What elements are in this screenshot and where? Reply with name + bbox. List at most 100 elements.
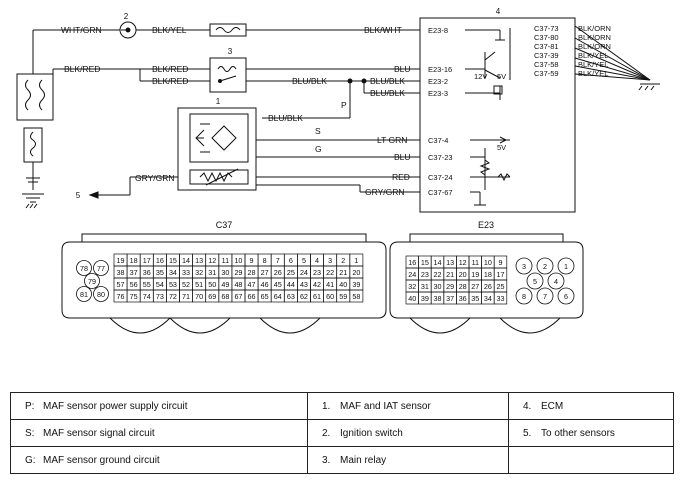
c37-pin-number: 27 [261, 268, 269, 277]
c37-pin-number: 41 [326, 280, 334, 289]
wire-label: WHT/GRN [61, 25, 102, 35]
ecm-ground-pin-label: C37-39 [534, 51, 559, 60]
c37-pin-number: 4 [315, 256, 319, 265]
c37-pin-number: 48 [234, 280, 242, 289]
ecm-ground-wire-label: BLK/YEL [578, 69, 608, 78]
c37-round-pin [84, 273, 100, 289]
c37-pin-number: 17 [143, 256, 151, 265]
maf-iat-sensor-box [177, 107, 257, 191]
c37-pin-number: 54 [156, 280, 164, 289]
wire-label: BLU [394, 152, 411, 162]
e23-pin-number: 24 [408, 270, 416, 279]
ecm-ground-pin-label: C37-80 [534, 33, 559, 42]
legend-text: ECM [541, 400, 564, 412]
c37-pin-number: 61 [313, 292, 321, 301]
legend-text: MAF sensor ground circuit [43, 454, 160, 466]
c37-pin-number: 30 [221, 268, 229, 277]
c37-pin-number: 70 [195, 292, 203, 301]
c37-pin-number: 74 [143, 292, 151, 301]
wire-label: BLU/BLK [292, 76, 327, 86]
wire-label: RED [392, 172, 410, 182]
component-4-number: 4 [496, 7, 501, 16]
legend-text: MAF sensor signal circuit [43, 427, 155, 439]
c37-pin-number: 73 [156, 292, 164, 301]
e23-pin-number: 25 [497, 282, 505, 291]
fuse-small-left [23, 127, 43, 163]
e23-pin-number: 18 [484, 270, 492, 279]
e23-pin-number: 40 [408, 294, 416, 303]
e23-round-pin-number: 7 [543, 292, 547, 301]
legend-key: 5. [523, 427, 532, 439]
e23-round-pin [536, 257, 554, 275]
e23-pin-number: 33 [497, 294, 505, 303]
wire-label: BLK/YEL [152, 25, 187, 35]
legend-key: 3. [322, 454, 331, 466]
c37-round-pin [76, 286, 92, 302]
legend-text: MAF and IAT sensor [340, 400, 431, 412]
c37-round-pin-number: 77 [97, 264, 105, 273]
legend-cell: 1.MAF and IAT sensor [307, 392, 509, 420]
c37-pin-number: 37 [130, 268, 138, 277]
ecm-ground-wire-label: BLK/ORN [578, 42, 611, 51]
wire-label: BLU [394, 64, 411, 74]
c37-pin-number: 58 [352, 292, 360, 301]
c37-pin-number: 72 [169, 292, 177, 301]
c37-round-pin [76, 260, 92, 276]
e23-round-pin [536, 287, 554, 305]
legend-text: To other sensors [541, 427, 615, 439]
c37-pin-number: 35 [156, 268, 164, 277]
e23-pin-number: 29 [446, 282, 454, 291]
legend-text: Ignition switch [340, 427, 403, 439]
wire-label: G [315, 144, 322, 154]
c37-pin-number: 1 [354, 256, 358, 265]
e23-connector-outline [389, 241, 584, 319]
c37-pin-number: 47 [248, 280, 256, 289]
legend-key: G: [25, 454, 36, 466]
ecm-pin-label: C37-23 [428, 153, 453, 162]
c37-pin-number: 20 [352, 268, 360, 277]
ecm-pin-label: E23-2 [428, 77, 448, 86]
wire-label: BLU/BLK [268, 113, 303, 123]
c37-pin-number: 75 [130, 292, 138, 301]
c37-pin-number: 15 [169, 256, 177, 265]
e23-round-pin [547, 272, 565, 290]
c37-pin-number: 34 [169, 268, 177, 277]
e23-pin-number: 35 [471, 294, 479, 303]
ecm-ground-wire-label: BLK/ORN [578, 33, 611, 42]
c37-round-pin [93, 260, 109, 276]
e23-round-pin-number: 3 [522, 262, 526, 271]
e23-pin-number: 31 [421, 282, 429, 291]
c37-pin-number: 13 [195, 256, 203, 265]
c37-pin-number: 40 [339, 280, 347, 289]
c37-pin-number: 65 [261, 292, 269, 301]
e23-pin-number: 11 [472, 258, 479, 267]
fuse-box-left [16, 73, 54, 121]
e23-round-pin-number: 4 [554, 277, 558, 286]
e23-pin-number: 14 [434, 258, 442, 267]
ecm-ground-wire-label: BLK/YEL [578, 51, 608, 60]
e23-pin-number: 16 [408, 258, 416, 267]
wire-label: BLK/WHT [364, 25, 402, 35]
wiring-diagram: 1918171615141312111098765432138373635343… [16, 7, 660, 334]
e23-pin-number: 22 [434, 270, 442, 279]
legend-text: Main relay [340, 454, 387, 466]
e23-pin-number: 23 [421, 270, 429, 279]
legend-cell: 4.ECM [508, 392, 674, 420]
c37-pin-number: 42 [313, 280, 321, 289]
e23-pin-number: 39 [421, 294, 429, 303]
e23-round-pin-number: 1 [564, 262, 568, 271]
ecm-pin-label: E23-3 [428, 89, 448, 98]
voltage-label: 5V [497, 72, 506, 81]
legend-cell: 3. Main relay [307, 446, 509, 474]
c37-pin-number: 3 [328, 256, 332, 265]
wire-label: BLK/RED [152, 76, 188, 86]
legend-text: MAF sensor power supply circuit [43, 400, 188, 412]
legend-key: 2. [322, 427, 331, 439]
c37-pin-number: 69 [208, 292, 216, 301]
component-1-number: 1 [216, 97, 221, 106]
e23-pin-number: 36 [459, 294, 467, 303]
c37-pin-number: 43 [300, 280, 308, 289]
